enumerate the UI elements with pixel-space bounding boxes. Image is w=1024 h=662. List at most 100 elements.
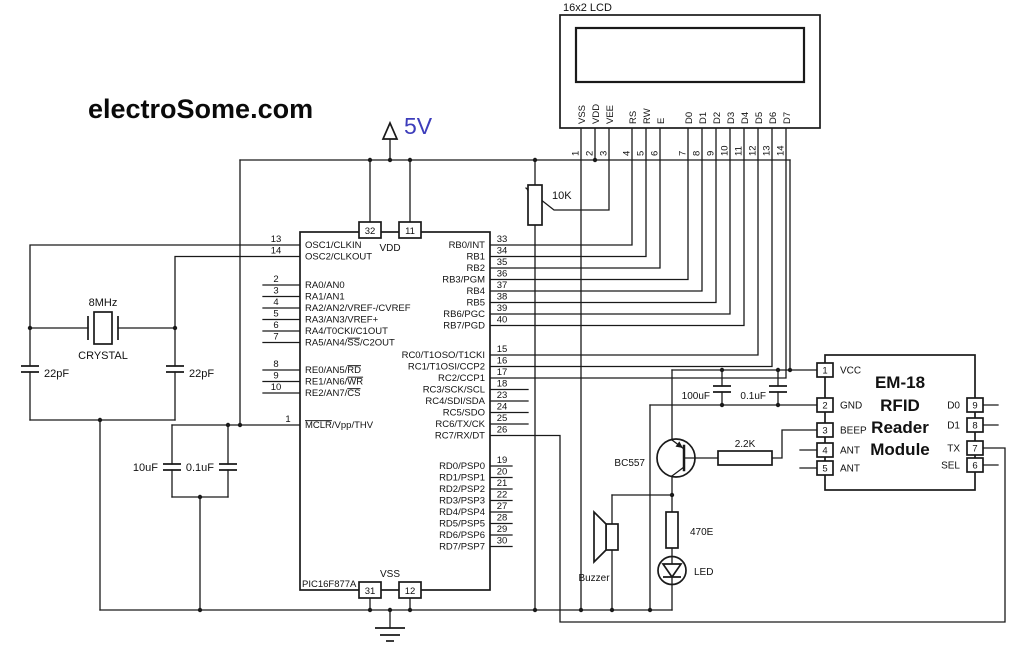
lcd-pin-number: 10 xyxy=(720,145,731,156)
lcd-pin-number: 7 xyxy=(678,151,689,156)
lcd-pin-name: D5 xyxy=(754,112,765,124)
pin-number: 7 xyxy=(273,332,278,343)
lcd-pin-name: D0 xyxy=(684,112,695,124)
capacitor-value: 100uF xyxy=(682,391,710,402)
rfid-pin-name: GND xyxy=(840,401,862,412)
pin-label: RB6/PGC xyxy=(443,309,485,320)
pin-number: 20 xyxy=(497,467,508,478)
pin-label: RD0/PSP0 xyxy=(439,461,485,472)
pin-number: 35 xyxy=(497,257,508,268)
power-5v-symbol: 5V xyxy=(381,113,433,140)
pin-label: RA0/AN0 xyxy=(305,280,345,291)
crystal-label: CRYSTAL xyxy=(78,350,128,362)
wire-net-5v-rail xyxy=(239,138,791,426)
pin-number: 8 xyxy=(273,359,278,370)
lcd-pin-name: RW xyxy=(642,108,653,124)
buzzer: Buzzer xyxy=(578,509,619,584)
rfid-pin-number: 5 xyxy=(822,464,827,475)
ground-symbol xyxy=(375,609,405,642)
pin-number: 3 xyxy=(273,286,278,297)
lcd-pin-number: 11 xyxy=(734,146,745,156)
lcd-pin-number: 5 xyxy=(636,151,647,156)
rfid-pin-name: BEEP xyxy=(840,426,867,437)
pin-number: 10 xyxy=(271,382,282,393)
pin-label: RE1/AN6/WR xyxy=(305,377,363,388)
pin-label: RA2/AN2/VREF-/CVREF xyxy=(305,303,411,314)
pin-number: 18 xyxy=(497,379,508,390)
pin-number: 5 xyxy=(273,309,278,320)
lcd-pin-name: D6 xyxy=(768,112,779,124)
potentiometer-10k: 10K xyxy=(527,184,572,226)
lcd-pin-number: 13 xyxy=(762,145,773,156)
lcd-pin-number: 1 xyxy=(571,151,582,156)
junction-dots xyxy=(27,157,793,613)
pin-number: 24 xyxy=(497,402,508,413)
pin-label: RB3/PGM xyxy=(442,275,485,286)
wire-net-mcu-stubs xyxy=(262,284,529,548)
pin-label: RC5/SDO xyxy=(443,408,485,419)
lcd-pin-name: VEE xyxy=(605,105,616,124)
resistor-value: 2.2K xyxy=(735,439,756,450)
rfid-module-em18: EM-18 RFID Reader Module 1 2 3 4 5 VCC G… xyxy=(816,354,984,491)
pin-label: RC2/CCP1 xyxy=(438,373,485,384)
pin-label: RC0/T1OSO/T1CKI xyxy=(402,350,485,361)
pin-number: 40 xyxy=(497,315,508,326)
pin-number: 2 xyxy=(273,274,278,285)
pin-label: OSC1/CLKIN xyxy=(305,240,362,251)
mcu-pic16f877a: 32 11 31 12 VDD VSS PIC16F877A 13 14 2 3… xyxy=(271,221,508,599)
rfid-pin-name: D0 xyxy=(947,401,960,412)
capacitor-value: 22pF xyxy=(44,368,69,380)
lcd-pin-number: 14 xyxy=(776,145,787,156)
rfid-pin-number: 3 xyxy=(822,426,827,437)
rfid-pin-number: 8 xyxy=(972,421,977,432)
pin-label: RB4 xyxy=(467,286,485,297)
pin-number: 28 xyxy=(497,513,508,524)
pin-label: RC7/RX/DT xyxy=(435,431,485,442)
pin-label: RC4/SDI/SDA xyxy=(425,396,485,407)
pin-number: 37 xyxy=(497,280,508,291)
pin-number: 30 xyxy=(497,536,508,547)
rfid-pin-name: ANT xyxy=(840,446,860,457)
capacitor-value: 0.1uF xyxy=(186,462,214,474)
pin-label: RB5 xyxy=(467,298,485,309)
pin-number: 38 xyxy=(497,292,508,303)
mcu-vdd-label: VDD xyxy=(379,243,400,254)
pin-label: RA3/AN3/VREF+ xyxy=(305,315,379,326)
mcu-vss-label: VSS xyxy=(380,569,400,580)
power-5v-label: 5V xyxy=(404,113,433,139)
mcu-vss-pin-number: 31 xyxy=(365,586,376,597)
pin-label: RB2 xyxy=(467,263,485,274)
lcd-pin-number: 12 xyxy=(748,145,759,156)
lcd-pin-number: 9 xyxy=(706,151,717,156)
lcd-pin-number: 6 xyxy=(650,151,661,156)
wire-net-mclr-reset xyxy=(171,424,301,611)
capacitor-value: 0.1uF xyxy=(740,391,766,402)
pin-number: 13 xyxy=(271,234,282,245)
rfid-pin-number: 1 xyxy=(822,366,827,377)
pin-number: 16 xyxy=(497,356,508,367)
rfid-title-line: Reader xyxy=(871,418,929,437)
pin-label: RD7/PSP7 xyxy=(439,542,485,553)
rfid-pin-name: ANT xyxy=(840,464,860,475)
pin-number: 27 xyxy=(497,501,508,512)
rfid-title-line: RFID xyxy=(880,396,920,415)
mcu-part-name: PIC16F877A xyxy=(302,579,357,590)
capacitor-22pf-right: 22pF xyxy=(166,365,214,380)
pin-label: OSC2/CLKOUT xyxy=(305,252,372,263)
pin-number: 1 xyxy=(285,414,290,425)
led-label: LED xyxy=(694,567,713,578)
lcd-pin-number: 3 xyxy=(599,151,610,156)
lcd-pin-number: 2 xyxy=(585,151,596,156)
potentiometer-label: 10K xyxy=(552,190,572,202)
rfid-pin-name: D1 xyxy=(947,421,960,432)
pin-number: 4 xyxy=(273,297,278,308)
mcu-vdd-pin-number: 32 xyxy=(365,226,376,237)
wire-net-lcd-bus xyxy=(489,127,787,611)
pin-label: RC3/SCK/SCL xyxy=(423,385,485,396)
pin-number: 17 xyxy=(497,367,508,378)
wire-net-uart-rx xyxy=(489,434,1006,623)
pin-number: 21 xyxy=(497,478,508,489)
transistor-label: BC557 xyxy=(614,458,645,469)
crystal-value: 8MHz xyxy=(89,297,118,309)
